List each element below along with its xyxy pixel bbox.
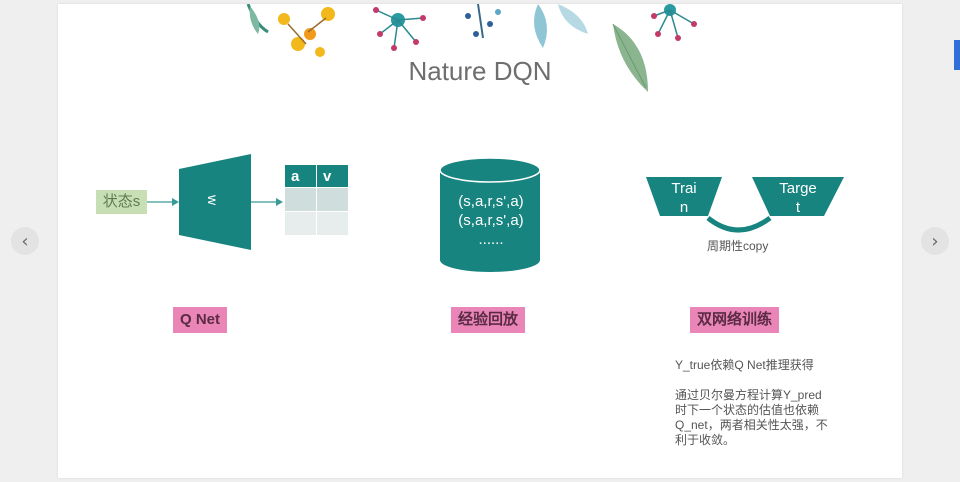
prev-slide-button[interactable]: ‹ <box>11 227 39 255</box>
table-cell <box>284 211 317 236</box>
periodic-copy-label: 周期性copy <box>707 239 769 253</box>
slide-title: Nature DQN <box>408 56 552 86</box>
replay-entries: (s,a,r,s',a) (s,a,r,s',a) ...... <box>438 192 544 249</box>
train-network-shape <box>646 177 722 216</box>
flower-yellow-icon <box>246 4 335 57</box>
floral-decoration <box>246 4 697 92</box>
state-s-label: 状态s <box>96 190 147 214</box>
chevron-left-icon: ‹ <box>21 230 29 252</box>
qnet-diagram <box>147 154 844 272</box>
note-ytrue: Y_true依赖Q Net推理获得 <box>675 358 814 372</box>
replay-cylinder <box>439 157 541 272</box>
network-trapezoid <box>179 154 251 250</box>
q-value-table: a v <box>284 164 349 236</box>
replay-entry: (s,a,r,s',a) <box>458 212 524 229</box>
flower-blue-icon <box>465 4 588 48</box>
chevron-right-icon: › <box>931 230 939 252</box>
table-cell <box>316 211 349 236</box>
target-network-shape <box>752 177 844 216</box>
replay-ellipsis: ...... <box>478 231 504 248</box>
copy-arrow <box>706 215 772 233</box>
target-network-label: Targe t <box>779 180 817 216</box>
network-weight-label: w <box>205 194 222 206</box>
next-slide-button[interactable]: › <box>921 227 949 255</box>
replay-caption: 经验回放 <box>451 307 526 333</box>
table-cell <box>316 187 349 212</box>
slide-canvas: Nature DQN 状态s w a v (s,a,r,s',a) (s,a,r… <box>58 4 902 478</box>
table-header-a: a <box>284 164 317 188</box>
note-bellman: 通过贝尔曼方程计算Y_pred 时下一个状态的估值也依赖 Q_net，两者相关性… <box>675 388 828 447</box>
double-net-caption: 双网络训练 <box>690 307 780 333</box>
leaf-green-icon <box>612 23 648 92</box>
replay-entry: (s,a,r,s',a) <box>458 193 524 210</box>
table-header-v: v <box>316 164 349 188</box>
flower-red-icon <box>651 4 697 41</box>
flower-pink-icon <box>373 7 426 51</box>
side-panel-tab[interactable] <box>954 40 960 70</box>
train-network-label: Trai n <box>671 180 697 216</box>
qnet-caption: Q Net <box>173 307 228 333</box>
table-cell <box>284 187 317 212</box>
